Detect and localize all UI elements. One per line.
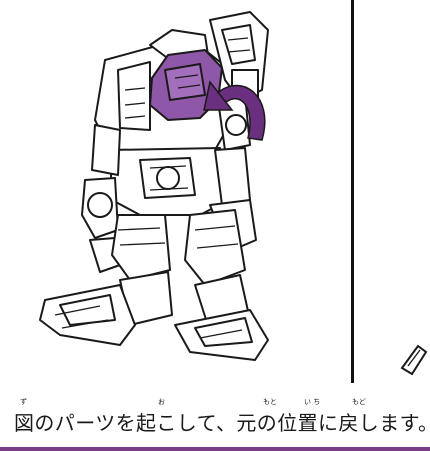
- instruction-panel: [39, 0, 428, 383]
- furigana-o: お: [158, 398, 165, 406]
- furigana-moto: もと: [263, 398, 277, 406]
- panel-divider: [351, 0, 354, 383]
- furigana-modo: もど: [352, 398, 366, 406]
- furigana-zu: ず: [20, 398, 27, 406]
- rotate-arrow-icon: [203, 80, 266, 141]
- adjacent-panel-fragment: [400, 344, 428, 376]
- instruction-caption: ず お もと い ち もど 図のパーツを起こして、元の位置に戻します。: [14, 397, 430, 443]
- instruction-text: 図のパーツを起こして、元の位置に戻します。: [14, 411, 430, 435]
- furigana-line: ず お もと い ち もど: [14, 397, 424, 409]
- bottom-rule: [0, 447, 430, 451]
- furigana-ichi: い ち: [304, 398, 321, 406]
- robot-assembly-illustration: [39, 11, 269, 361]
